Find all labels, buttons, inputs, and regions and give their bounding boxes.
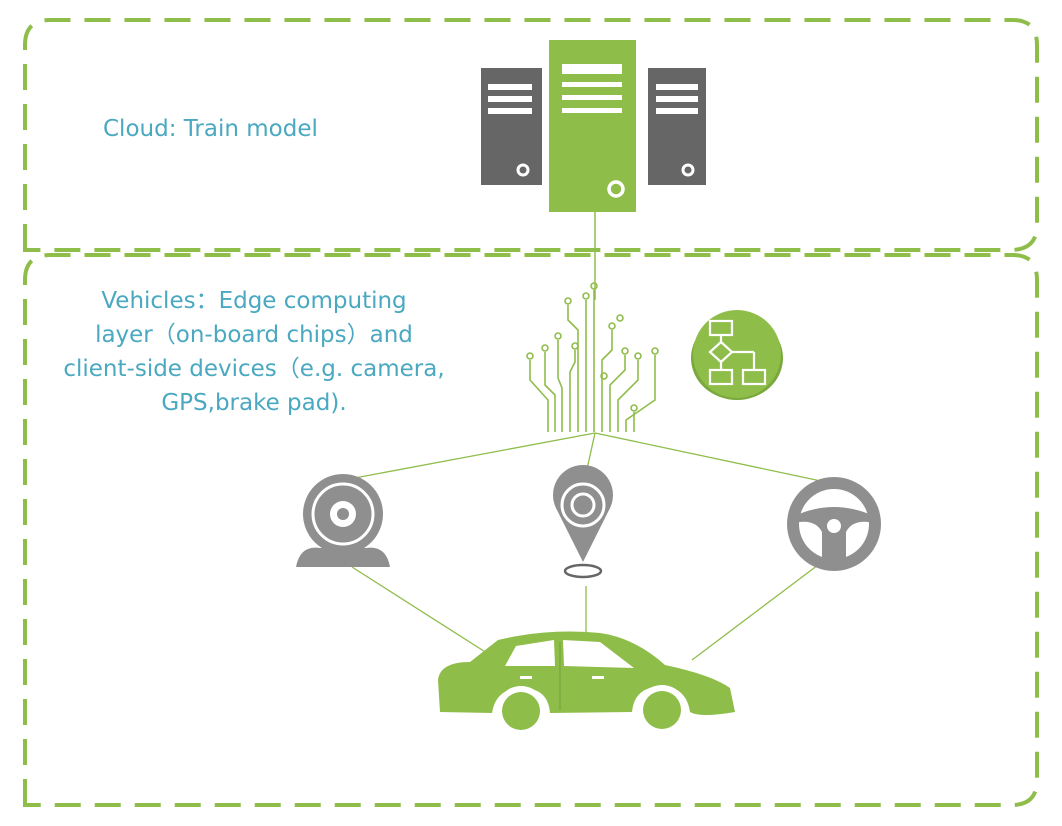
vehicles-label-line: GPS,brake pad).	[161, 390, 347, 416]
cloud-label: Cloud: Train model	[103, 116, 318, 142]
car-icon	[438, 631, 735, 736]
vehicles-label-line: layer（on-board chips）and	[95, 322, 413, 348]
circuit-chip-icon	[526, 282, 659, 432]
vehicle-region	[23, 253, 1039, 807]
steering-wheel-icon	[787, 477, 881, 571]
vehicles-label: Vehicles：Edge computing layer（on-board c…	[28, 284, 480, 420]
vehicles-label-line: Vehicles：Edge computing	[101, 288, 407, 314]
device-car-lines	[351, 564, 819, 661]
map-pin-icon	[553, 465, 613, 579]
server-right-icon	[648, 68, 706, 185]
vehicles-label-line: client-side devices（e.g. camera,	[63, 356, 445, 382]
cloud-region	[23, 18, 1039, 252]
server-center-icon	[549, 40, 636, 212]
flowchart-icon	[691, 310, 783, 400]
webcam-icon	[296, 474, 390, 567]
server-left-icon	[481, 68, 542, 185]
